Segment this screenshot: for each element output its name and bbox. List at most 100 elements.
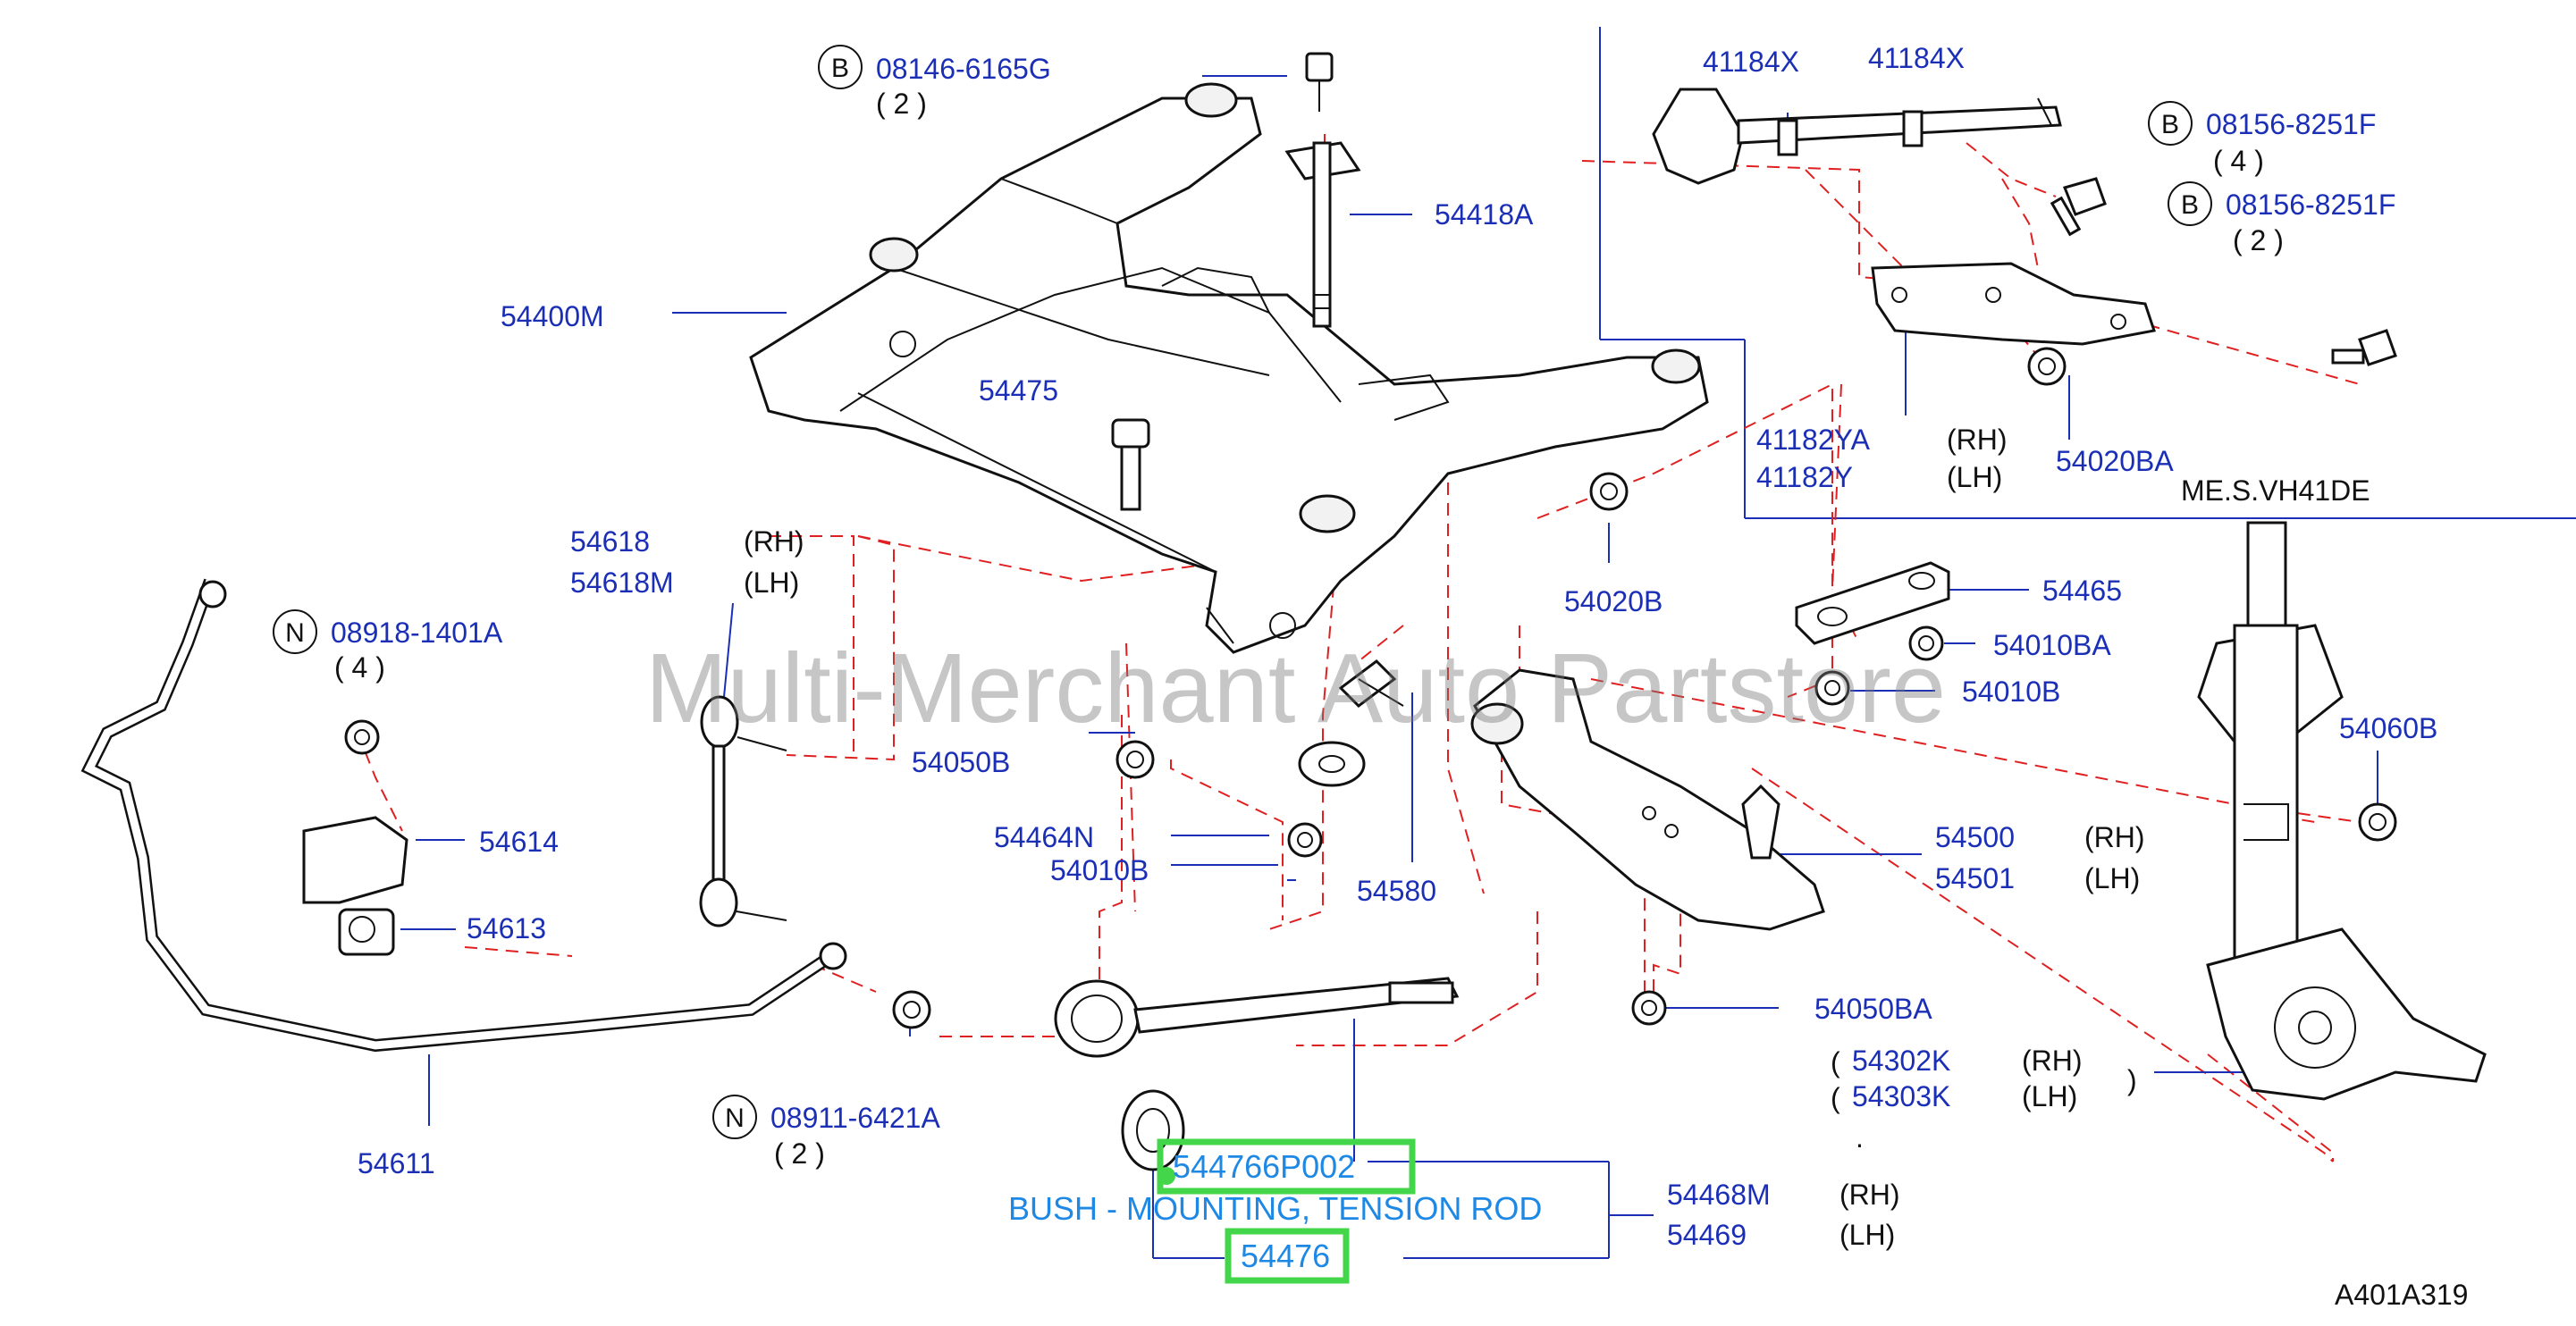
bar-41184X (1652, 88, 2062, 185)
label-54500[interactable]: 54500 (1935, 821, 2015, 853)
callout-b2: B 08156-8251F ( 4 ) (2148, 101, 2376, 177)
nut-08911-6421A (892, 990, 931, 1029)
tension-rod-54468M (1054, 977, 1460, 1171)
label-54580[interactable]: 54580 (1357, 875, 1436, 907)
label-54618M[interactable]: 54618M (570, 566, 674, 599)
callout-n1-qty: ( 4 ) (334, 651, 385, 684)
link-54618 (699, 695, 787, 927)
callout-n1: N 08918-1401A ( 4 ) (273, 609, 503, 684)
part-labels: 54418A 54400M 54475 41184X 41184X 41182Y… (358, 42, 2468, 1311)
label-54501[interactable]: 54501 (1935, 862, 2015, 894)
callout-n2: N 08911-6421A ( 2 ) (712, 1095, 940, 1170)
nut-54010B-right (1814, 670, 1850, 706)
bracket-41182Y (1871, 262, 2156, 346)
plate-54465 (1795, 561, 1950, 645)
callout-b3-letter: B (2181, 190, 2199, 220)
bracket-54614 (302, 816, 408, 904)
label-54020BA[interactable]: 54020BA (2056, 445, 2174, 477)
bolt-54475 (1111, 418, 1150, 511)
bolt-08156-8251F (2050, 177, 2397, 366)
label-54010B-right[interactable]: 54010B (1962, 676, 2060, 708)
nut-54020B (1589, 472, 1629, 511)
callout-b1-number[interactable]: 08146-6165G (876, 53, 1051, 85)
callout-b2-number[interactable]: 08156-8251F (2206, 108, 2376, 140)
bolt-54418A (1284, 52, 1361, 328)
label-54020B[interactable]: 54020B (1564, 585, 1663, 617)
callout-n2-qty: ( 2 ) (774, 1137, 825, 1170)
callout-n1-number[interactable]: 08918-1401A (331, 617, 503, 649)
label-54500-side: (RH) (2084, 821, 2145, 853)
nut-08918-1401A (344, 719, 380, 755)
stray-dot: . (1856, 1121, 1864, 1154)
highlight-box-544766P002 (1157, 1138, 1416, 1195)
label-54468M-side: (RH) (1839, 1179, 1900, 1211)
highlight-marker (1158, 1167, 1175, 1185)
callout-n2-circle (712, 1095, 757, 1139)
label-41184X-left[interactable]: 41184X (1703, 46, 1799, 78)
strut-knuckle (2197, 521, 2487, 1101)
label-54050B[interactable]: 54050B (912, 746, 1010, 778)
label-54050BA[interactable]: 54050BA (1814, 993, 1932, 1025)
callout-b2-letter: B (2161, 110, 2179, 139)
label-54613[interactable]: 54613 (467, 912, 546, 944)
engine-note: ME.S.VH41DE (2181, 474, 2370, 507)
callout-b2-circle (2148, 101, 2193, 146)
label-54400M[interactable]: 54400M (501, 300, 604, 332)
label-41182YA[interactable]: 41182YA (1756, 424, 1871, 456)
label-41184X-right[interactable]: 41184X (1868, 42, 1965, 74)
crossmember-54400M (749, 82, 1709, 654)
highlight-part-54476[interactable]: 54476 (1241, 1238, 1330, 1274)
label-54303K[interactable]: 54303K (1852, 1080, 1950, 1112)
nut-54050B (1115, 740, 1155, 779)
label-54464N[interactable]: 54464N (994, 821, 1094, 853)
label-54501-side: (LH) (2084, 862, 2140, 894)
label-54475[interactable]: 54475 (979, 374, 1058, 407)
callout-b3-number[interactable]: 08156-8251F (2226, 189, 2395, 221)
bushing-54613 (338, 908, 395, 956)
label-54418A[interactable]: 54418A (1435, 198, 1534, 231)
nut-54010B-left (1287, 822, 1323, 858)
label-41182YA-side: (RH) (1947, 424, 2008, 456)
label-54469[interactable]: 54469 (1667, 1219, 1747, 1251)
callout-b2-qty: ( 4 ) (2213, 145, 2264, 177)
callout-n1-circle (273, 609, 317, 654)
label-54618-side: (RH) (744, 525, 804, 558)
label-54468M[interactable]: 54468M (1667, 1179, 1771, 1211)
callout-b1: B 08146-6165G ( 2 ) (818, 45, 1051, 120)
highlight-group: 544766P002 BUSH - MOUNTING, TENSION ROD … (1008, 1138, 1542, 1284)
label-54010BA[interactable]: 54010BA (1993, 629, 2111, 661)
region-dividers (1599, 27, 2576, 519)
washer-54464N (1298, 741, 1366, 787)
nut-54020BA (2027, 347, 2067, 386)
label-54614[interactable]: 54614 (479, 826, 559, 858)
watermark: Multi-Merchant Auto Partstore (645, 634, 1946, 743)
label-41182Y-side: (LH) (1947, 461, 2002, 493)
callout-b1-qty: ( 2 ) (876, 88, 927, 120)
highlight-description: BUSH - MOUNTING, TENSION ROD (1008, 1190, 1542, 1227)
callout-b3-circle (2168, 181, 2212, 226)
label-54303K-side: (LH) (2022, 1080, 2077, 1112)
label-54618[interactable]: 54618 (570, 525, 650, 558)
callout-b3: B 08156-8251F ( 2 ) (2168, 181, 2395, 256)
label-54010B-left[interactable]: 54010B (1050, 854, 1149, 886)
label-54611[interactable]: 54611 (358, 1147, 435, 1179)
highlight-box-54476 (1225, 1228, 1350, 1284)
label-54302K-paren-close: ) (2127, 1064, 2137, 1096)
label-54060B[interactable]: 54060B (2339, 712, 2437, 744)
highlight-part-544766P002[interactable]: 544766P002 (1173, 1148, 1355, 1185)
label-54302K-paren-open: ( (1831, 1046, 1840, 1078)
stabilizer-bar-54611 (80, 578, 847, 1053)
callout-b3-qty: ( 2 ) (2233, 224, 2284, 256)
callout-n2-number[interactable]: 08911-6421A (770, 1102, 940, 1134)
label-54465[interactable]: 54465 (2042, 575, 2122, 607)
label-54302K[interactable]: 54302K (1852, 1045, 1950, 1077)
label-54618M-side: (LH) (744, 566, 799, 599)
label-54302K-side: (RH) (2022, 1045, 2083, 1077)
nut-54010BA (1908, 625, 1944, 661)
callout-n2-letter: N (725, 1104, 745, 1133)
callout-n1-letter: N (285, 618, 305, 648)
label-41182Y[interactable]: 41182Y (1756, 461, 1853, 493)
callout-b1-letter: B (831, 54, 849, 83)
control-arm-54500 (1470, 668, 1825, 931)
